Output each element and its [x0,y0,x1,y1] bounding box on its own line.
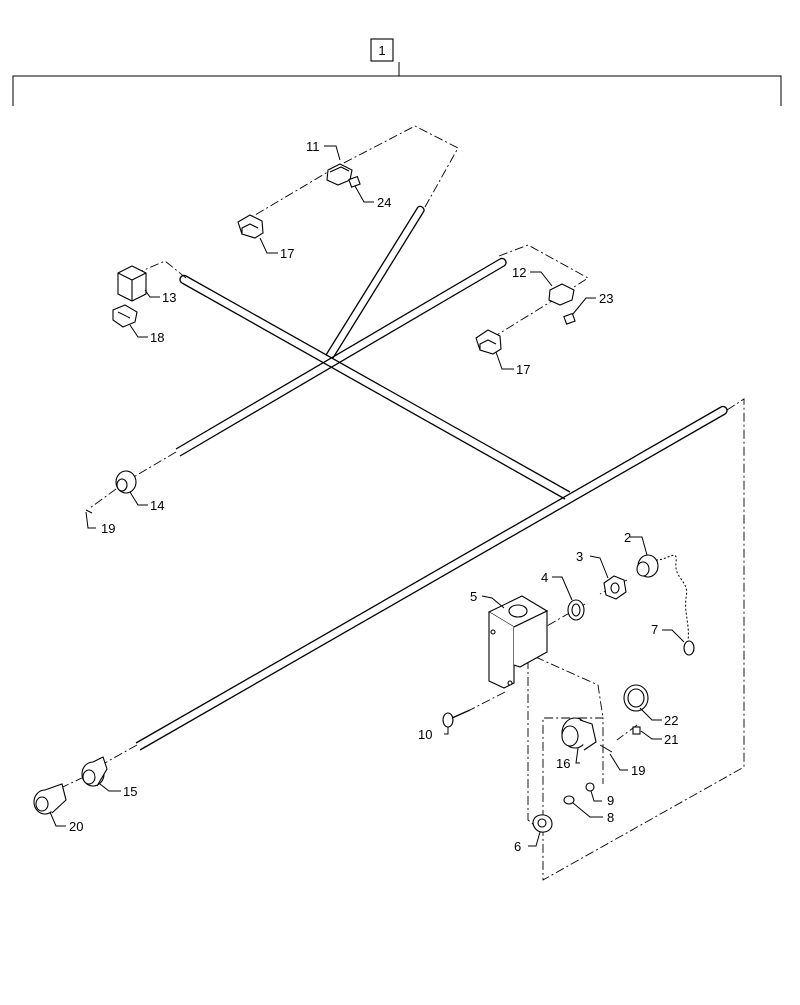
part-19-pin-left [85,509,93,514]
callout-12: 12 [512,265,526,280]
assembly-callout-label: 1 [378,43,385,58]
callout-labels: 2 3 4 5 6 7 8 9 10 11 12 13 14 15 16 17 … [69,139,678,854]
callout-4: 4 [541,570,548,585]
part-20-connector [33,783,67,815]
part-16-receptacle [561,717,597,751]
callout-18: 18 [150,330,164,345]
wire-harness [135,205,728,751]
callout-5: 5 [470,589,477,604]
callout-20: 20 [69,819,83,834]
part-13-connector [117,265,147,302]
part-18-lock [112,304,138,328]
callout-13: 13 [162,290,176,305]
part-19-pin-right [599,744,613,753]
part-9-nut [585,782,595,792]
callout-8: 8 [607,810,614,825]
callout-16: 16 [556,756,570,771]
callout-17-lower: 17 [516,362,530,377]
callout-3: 3 [576,549,583,564]
callout-23: 23 [599,291,613,306]
callout-15: 15 [123,784,137,799]
callout-21: 21 [664,732,678,747]
callout-19-left: 19 [101,521,115,536]
part-2-cap [636,554,689,641]
callout-7: 7 [651,622,658,637]
part-17-clip-upper [237,214,264,239]
callout-24: 24 [377,195,391,210]
part-23-lock [563,312,576,325]
part-15-connector [81,756,108,787]
part-11-connector [326,163,353,186]
part-12-connector [548,283,575,306]
assembly-callout-box [370,38,394,62]
part-8-washer [563,795,575,805]
part-24-lock [348,175,361,188]
part-14-connector [115,470,137,494]
callout-14: 14 [150,498,164,513]
part-7-ring [683,640,695,656]
part-17-clip-lower [475,329,502,355]
callout-11: 11 [306,139,320,154]
part-4-washer [567,599,585,621]
callout-6: 6 [514,839,521,854]
part-21-plug [632,726,641,735]
assembly-bracket: 1 [12,38,782,106]
callout-22: 22 [664,713,678,728]
part-3-nut [603,575,627,600]
part-6-clamp [532,814,553,833]
part-10-bolt [442,709,471,728]
part-5-bracket [487,595,549,689]
callout-19-right: 19 [631,763,645,778]
callout-10: 10 [418,727,432,742]
part-22-cap [623,684,649,712]
callout-2: 2 [624,530,631,545]
callout-9: 9 [607,793,614,808]
leader-lines [49,145,685,847]
callout-17-upper: 17 [280,246,294,261]
